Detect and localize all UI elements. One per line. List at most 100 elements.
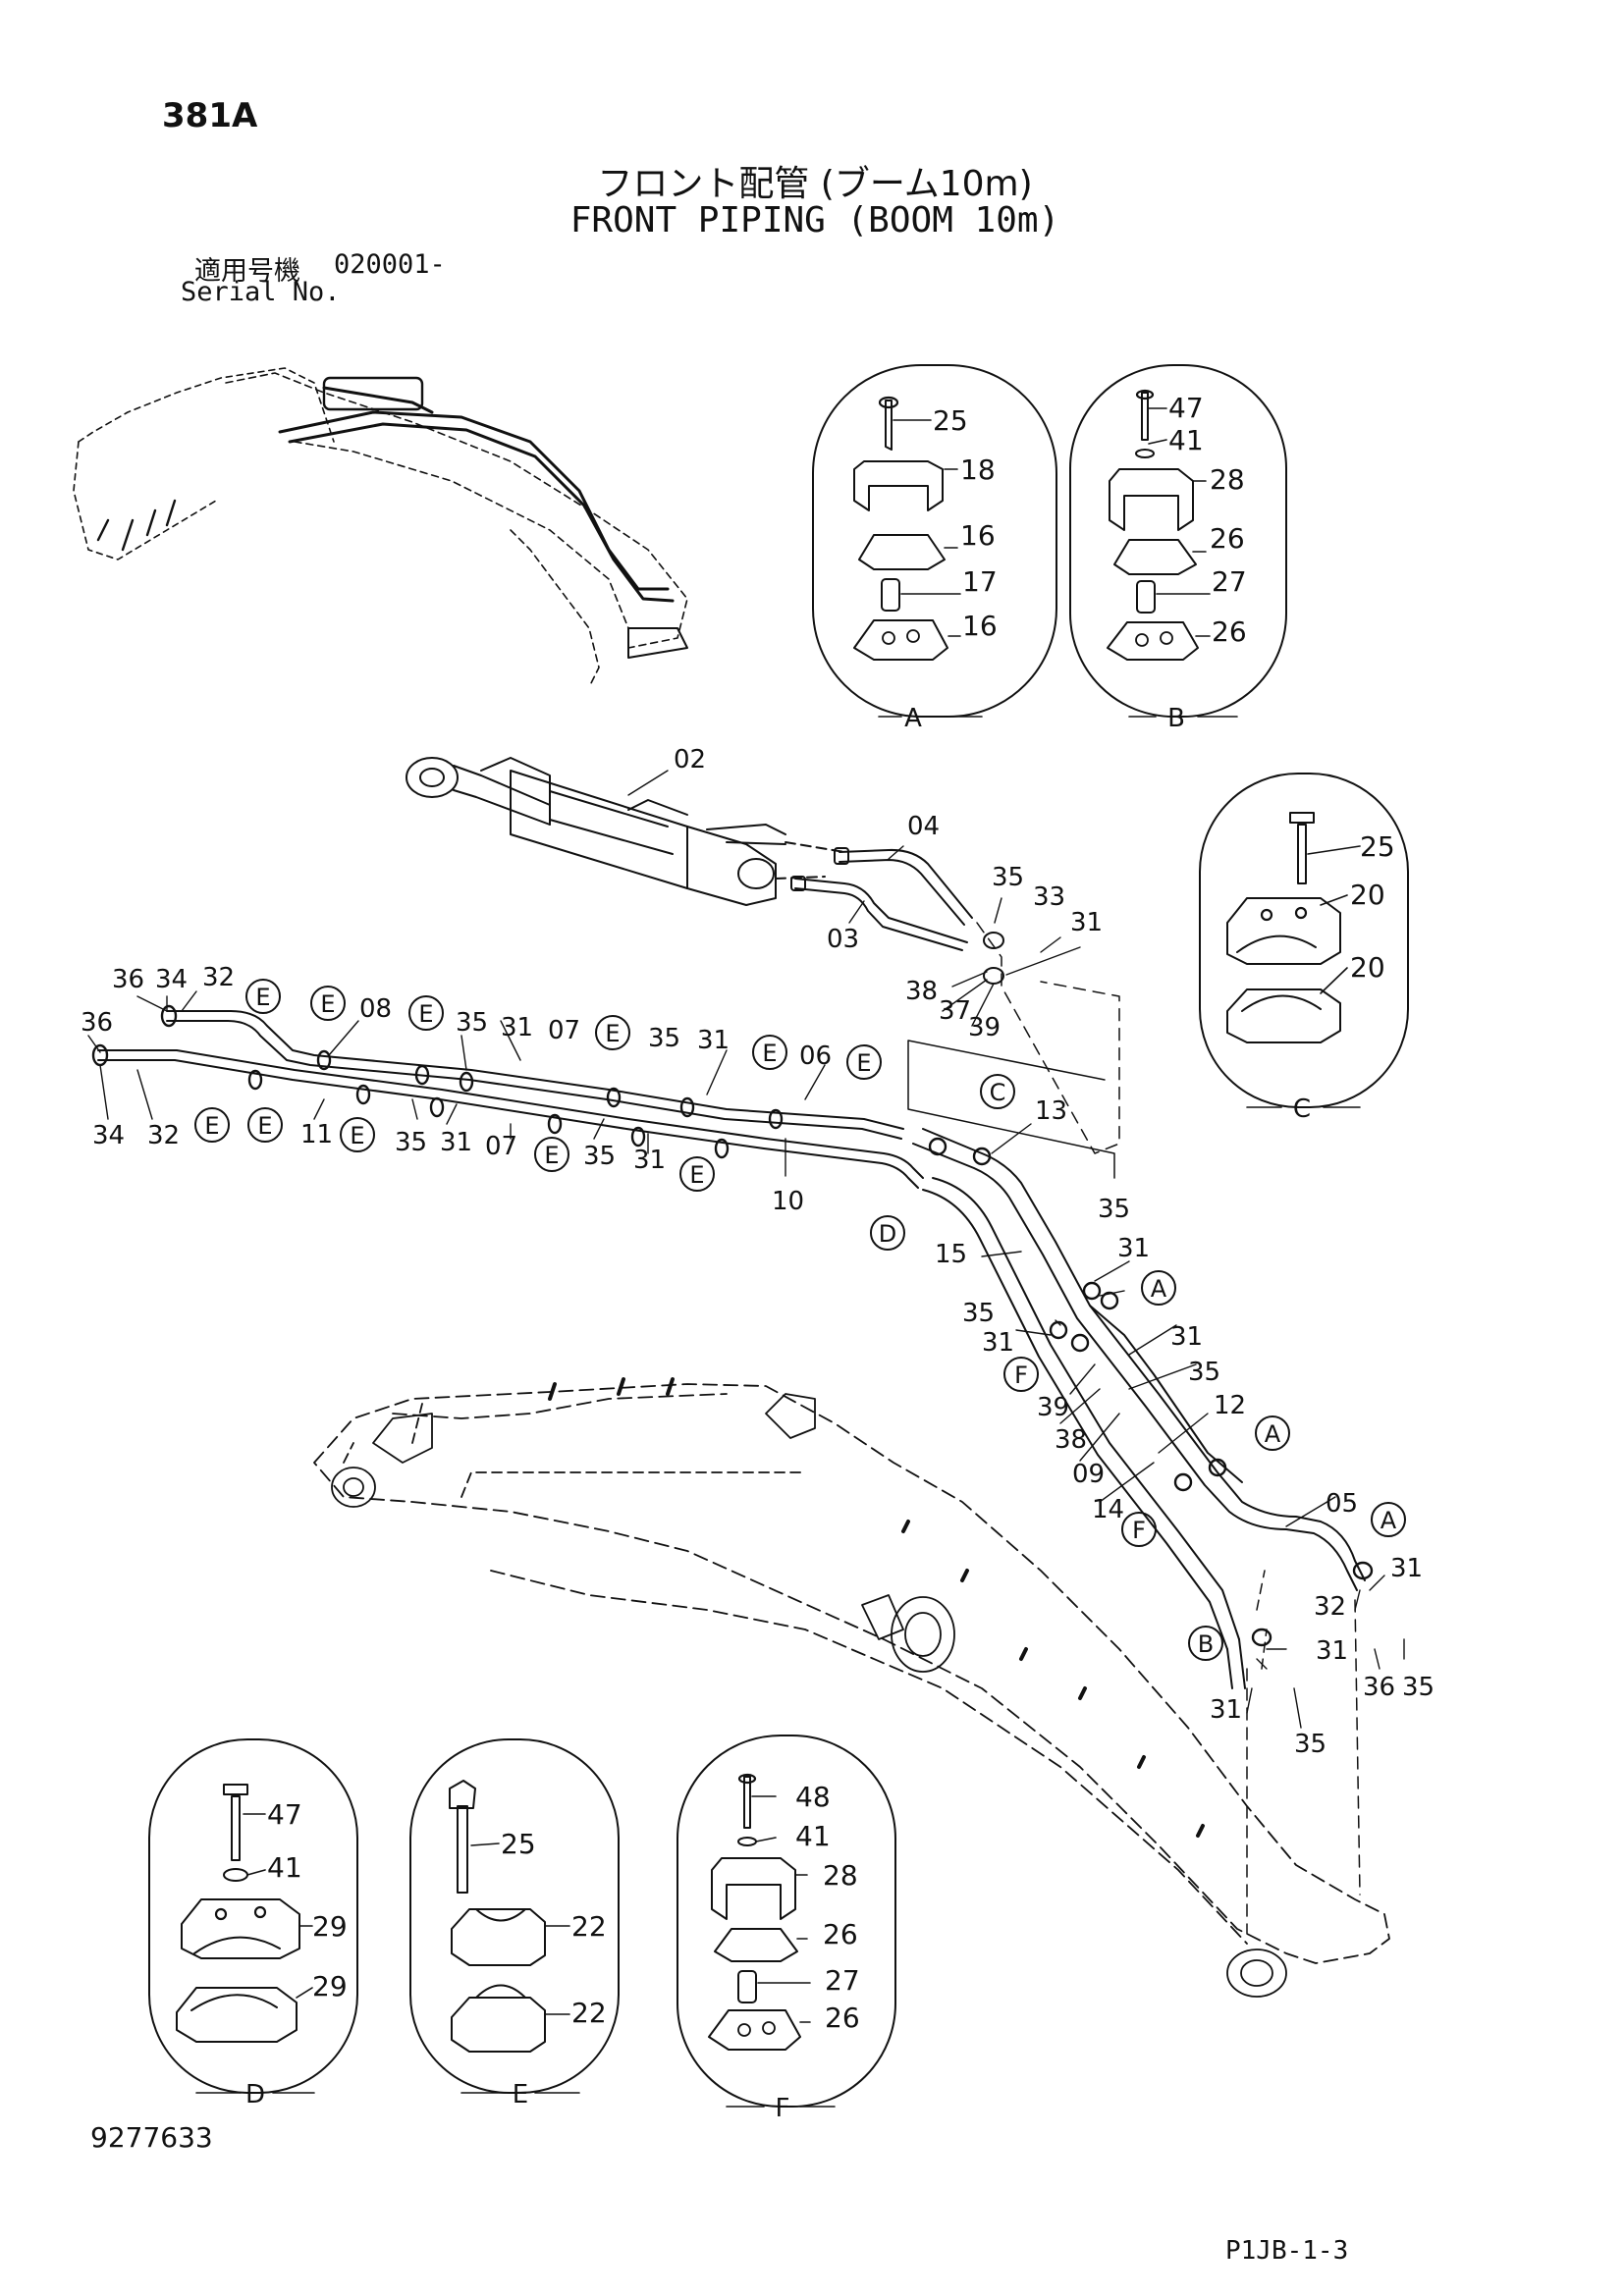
callout-34: 34 bbox=[92, 1121, 125, 1150]
detail-b-part-4: 26 bbox=[1210, 522, 1245, 555]
callout-08: 08 bbox=[359, 994, 392, 1024]
callout-31: 31 bbox=[1070, 908, 1103, 937]
callout-31: 31 bbox=[1117, 1234, 1150, 1263]
detail-e-part-1: 25 bbox=[501, 1828, 536, 1860]
callout-31: 31 bbox=[1210, 1695, 1242, 1725]
detail-b-letter: B bbox=[1167, 704, 1185, 733]
callout-35: 35 bbox=[962, 1299, 995, 1328]
marker-e-10: E bbox=[544, 1142, 559, 1169]
callout-05: 05 bbox=[1326, 1489, 1358, 1519]
callout-labels: 02 04 35 33 31 03 38 37 39 36 34 32 08 3… bbox=[81, 745, 1435, 1759]
callout-35: 35 bbox=[1294, 1730, 1326, 1759]
callout-07: 07 bbox=[548, 1016, 580, 1045]
detail-e-part-3: 22 bbox=[571, 1997, 607, 2029]
callout-14: 14 bbox=[1092, 1495, 1124, 1524]
marker-e-8: E bbox=[257, 1112, 272, 1140]
document-number: 9277633 bbox=[90, 2121, 213, 2154]
detail-b-part-6: 26 bbox=[1212, 615, 1247, 648]
detail-d-part-2: 41 bbox=[267, 1851, 302, 1884]
marker-labels: E E E E E E E E E E E C D A F A F A B bbox=[204, 984, 1396, 1658]
detail-c-part-2: 20 bbox=[1350, 879, 1385, 911]
callout-35: 35 bbox=[583, 1142, 616, 1171]
callout-31: 31 bbox=[501, 1013, 533, 1042]
marker-e-1: E bbox=[255, 984, 270, 1011]
detail-a: 25 18 16 17 16 A bbox=[812, 364, 1057, 733]
callout-38: 38 bbox=[905, 977, 938, 1006]
callout-31: 31 bbox=[440, 1128, 472, 1157]
reference-markers bbox=[194, 979, 1406, 1661]
detail-f: 48 41 28 26 27 26 F bbox=[677, 1735, 896, 2123]
detail-f-part-1: 48 bbox=[795, 1781, 831, 1813]
callout-03: 03 bbox=[827, 925, 859, 954]
marker-a-1: A bbox=[1151, 1275, 1167, 1303]
detail-e: 25 22 22 E bbox=[409, 1738, 620, 2109]
callout-32: 32 bbox=[1314, 1592, 1346, 1622]
marker-e-9: E bbox=[350, 1122, 364, 1149]
detail-c-part-3: 20 bbox=[1350, 951, 1385, 984]
detail-a-part-4: 17 bbox=[962, 565, 998, 598]
detail-b: 47 41 28 26 27 26 B bbox=[1069, 364, 1287, 733]
callout-31: 31 bbox=[1390, 1554, 1423, 1583]
callout-35: 35 bbox=[1188, 1358, 1220, 1387]
detail-f-part-6: 26 bbox=[825, 2002, 860, 2034]
marker-e-6: E bbox=[856, 1049, 871, 1077]
callout-11: 11 bbox=[300, 1120, 333, 1149]
callout-31: 31 bbox=[633, 1146, 666, 1175]
title-japanese: フロント配管 (ブーム10m) bbox=[597, 164, 1033, 204]
callout-31: 31 bbox=[1170, 1322, 1203, 1352]
detail-f-letter: F bbox=[776, 2094, 790, 2123]
marker-a-2: A bbox=[1265, 1420, 1281, 1448]
detail-a-part-3: 16 bbox=[960, 519, 996, 552]
detail-c-letter: C bbox=[1293, 1095, 1311, 1124]
callout-36: 36 bbox=[112, 965, 144, 994]
marker-c: C bbox=[990, 1079, 1006, 1106]
callout-12: 12 bbox=[1214, 1391, 1246, 1420]
detail-b-part-5: 27 bbox=[1212, 565, 1247, 598]
detail-d: 47 41 29 29 D bbox=[148, 1738, 358, 2109]
detail-d-part-3: 29 bbox=[312, 1910, 348, 1943]
callout-38: 38 bbox=[1055, 1425, 1087, 1455]
callout-32: 32 bbox=[147, 1121, 180, 1150]
marker-b: B bbox=[1198, 1630, 1214, 1658]
marker-e-3: E bbox=[418, 1000, 433, 1028]
marker-d: D bbox=[879, 1220, 896, 1248]
boom-structure bbox=[313, 1377, 1390, 1998]
page-number: 381A bbox=[162, 96, 258, 135]
callout-32: 32 bbox=[202, 963, 235, 992]
arm-cylinder bbox=[406, 757, 845, 906]
detail-b-part-2: 41 bbox=[1168, 424, 1204, 456]
callout-35: 35 bbox=[456, 1008, 488, 1038]
detail-f-part-3: 28 bbox=[823, 1859, 858, 1892]
detail-d-part-4: 29 bbox=[312, 1970, 348, 2002]
callout-09: 09 bbox=[1072, 1460, 1105, 1489]
callout-35: 35 bbox=[992, 863, 1024, 892]
callout-06: 06 bbox=[799, 1041, 832, 1071]
callout-31: 31 bbox=[697, 1026, 730, 1055]
detail-a-part-2: 18 bbox=[960, 454, 996, 486]
callout-35: 35 bbox=[1402, 1673, 1435, 1702]
callout-15: 15 bbox=[935, 1240, 967, 1269]
callout-35: 35 bbox=[395, 1128, 427, 1157]
detail-e-part-2: 22 bbox=[571, 1910, 607, 1943]
callout-37: 37 bbox=[939, 996, 971, 1026]
detail-c: 25 20 20 C bbox=[1199, 773, 1409, 1124]
callout-31: 31 bbox=[1316, 1636, 1348, 1666]
callout-36: 36 bbox=[1363, 1673, 1395, 1702]
callout-35: 35 bbox=[648, 1024, 680, 1053]
detail-b-part-1: 47 bbox=[1168, 392, 1204, 424]
leader-lines bbox=[87, 770, 1405, 1729]
detail-b-part-3: 28 bbox=[1210, 463, 1245, 496]
sheet-code: P1JB-1-3 bbox=[1225, 2236, 1349, 2266]
marker-e-5: E bbox=[762, 1040, 777, 1067]
detail-e-letter: E bbox=[513, 2080, 528, 2109]
serial-label-japanese: 適用号機 bbox=[194, 256, 300, 287]
boom-pipes bbox=[907, 1040, 1374, 1935]
callout-35: 35 bbox=[1098, 1195, 1130, 1224]
marker-e-7: E bbox=[204, 1112, 219, 1140]
marker-e-4: E bbox=[605, 1020, 620, 1047]
callout-34: 34 bbox=[155, 965, 188, 994]
serial-label-english: Serial No. bbox=[181, 277, 341, 307]
marker-e-2: E bbox=[320, 990, 335, 1018]
marker-f-1: F bbox=[1014, 1362, 1028, 1389]
